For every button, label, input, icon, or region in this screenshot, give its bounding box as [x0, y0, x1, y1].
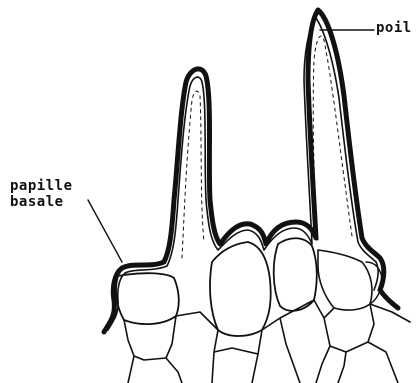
- epidermis-outline: [104, 10, 398, 332]
- leader-line-papille: [88, 200, 122, 262]
- label-papille-line2: basale: [10, 194, 73, 210]
- hair-base-cell-right: [274, 238, 317, 311]
- label-papille-line1: papille: [10, 178, 73, 194]
- epidermal-cell-right: [318, 250, 372, 310]
- label-papille-basale: papille basale: [10, 178, 73, 210]
- hair-base-cell-left: [210, 242, 271, 336]
- epidermal-cell-far-right: [366, 262, 382, 304]
- label-poil: poil: [376, 20, 412, 36]
- cell-net: [124, 300, 410, 383]
- basal-papilla-cell: [116, 273, 179, 324]
